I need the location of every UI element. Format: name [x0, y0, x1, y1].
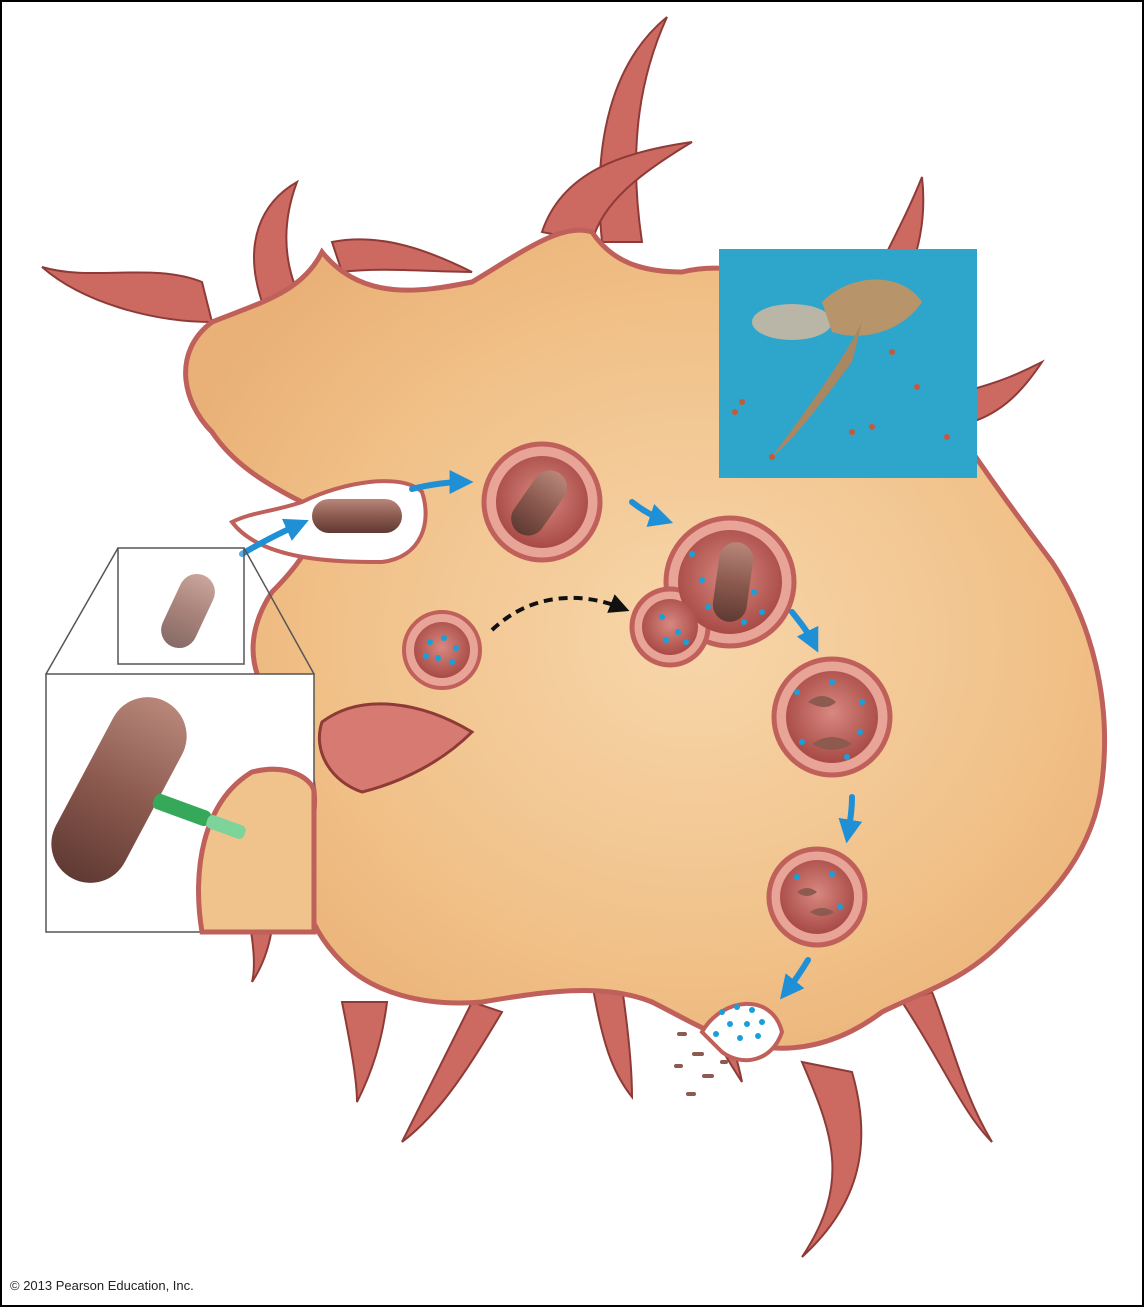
- residual-body: [769, 849, 865, 945]
- bacterium-in-pocket: [312, 499, 402, 533]
- phagosome: [484, 444, 600, 560]
- lysosome: [404, 612, 480, 688]
- micrograph-inset: [719, 249, 977, 478]
- digestion-vesicle: [774, 659, 890, 775]
- copyright-notice: © 2013 Pearson Education, Inc.: [10, 1278, 194, 1293]
